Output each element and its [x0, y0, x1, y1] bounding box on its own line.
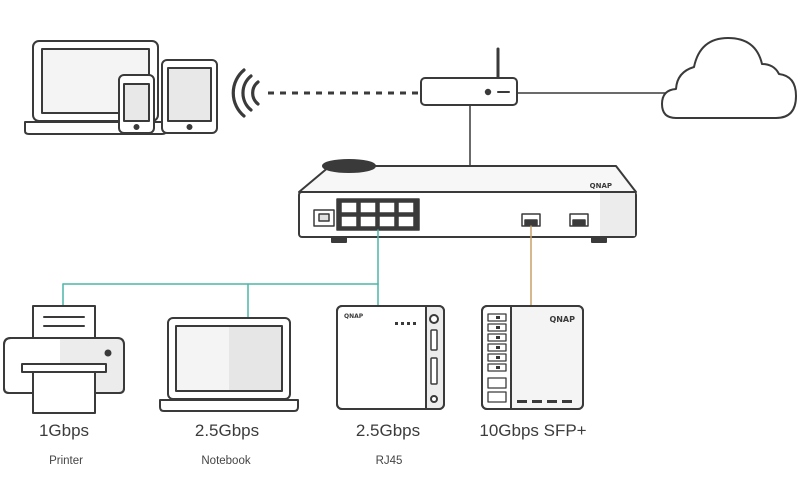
switch-brand-label: QNAP [590, 182, 612, 190]
router-icon [420, 47, 518, 106]
device-label-printer: Printer [49, 455, 83, 467]
switch-sfp-ports [521, 213, 589, 227]
device-speed-notebook: 2.5Gbps [194, 421, 260, 440]
rj45-links [62, 229, 379, 319]
device-label-rj45: RJ45 [375, 455, 403, 467]
device-speed-rj45: 2.5Gbps [355, 421, 421, 440]
nas-rj45-icon [336, 305, 445, 410]
device-speed-sfp: 10Gbps SFP+ [479, 421, 587, 440]
switch-device [298, 159, 637, 243]
switch-mgmt-port [313, 209, 335, 227]
device-speed-printer: 1Gbps [38, 421, 90, 440]
device-label-notebook: Notebook [201, 455, 251, 467]
switch-rj45-ports [336, 198, 420, 231]
printer-icon [3, 305, 125, 414]
nas-sfp-icon [481, 305, 584, 410]
cloud-icon [661, 37, 797, 119]
nas-rj45-brand-label: QNAP [344, 313, 364, 320]
nas-sfp-brand-label: QNAP [549, 315, 575, 324]
notebook-icon [159, 317, 299, 412]
phone-icon [118, 74, 155, 134]
wifi-icon [231, 68, 260, 118]
tablet-icon [161, 59, 218, 134]
